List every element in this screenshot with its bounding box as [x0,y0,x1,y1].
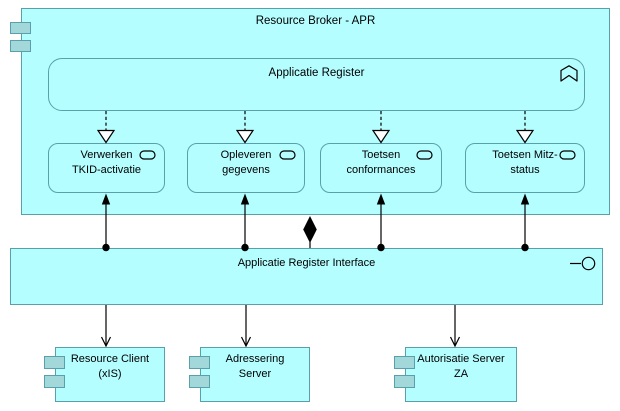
component-label: Adressering Server [225,353,285,380]
component-port-icon [189,356,210,369]
service-label: Verwerken TKID-activatie [71,149,142,176]
component-label: Autorisatie Server ZA [417,353,505,380]
serving-connector-client-3 [449,305,461,348]
composition-connector [303,216,317,248]
function-applicatie-register: Applicatie Register [48,58,585,111]
application-service-icon [139,150,156,160]
service-label: Toetsen conformances [346,149,416,176]
component-port-icon [44,356,65,369]
component-adressering-server: Adressering Server [189,347,310,402]
service-opleveren-gegevens: Opleveren gegevens [187,143,305,193]
service-verwerken-tkid-activatie: Verwerken TKID-activatie [48,143,165,193]
provided-interface-lollipop-icon [570,256,596,271]
application-service-icon [416,150,433,160]
component-port-icon [10,40,31,52]
component-port-icon [394,375,415,388]
component-port-icon [394,356,415,369]
service-toetsen-conformances: Toetsen conformances [320,143,442,193]
component-resource-client: Resource Client (xIS) [44,347,165,402]
component-port-icon [189,375,210,388]
component-port-icon [44,375,65,388]
function-applicatie-register-title: Applicatie Register [268,67,365,79]
interface-applicatie-register: Applicatie Register Interface [10,248,603,305]
interface-title: Applicatie Register Interface [237,257,376,269]
service-toetsen-mitz-status: Toetsen Mitz- status [465,143,585,193]
application-service-icon [559,150,576,160]
service-label: Opleveren gegevens [220,149,272,176]
component-autorisatie-server: Autorisatie Server ZA [394,347,517,402]
component-port-icon [10,22,31,34]
service-label: Toetsen Mitz- status [492,149,558,176]
component-label: Resource Client (xIS) [70,353,150,380]
serving-connector-client-2 [240,305,252,348]
serving-connector-client-1 [100,305,112,348]
application-service-icon [279,150,296,160]
component-resource-broker-title: Resource Broker - APR [255,15,376,27]
application-function-icon [560,65,578,82]
